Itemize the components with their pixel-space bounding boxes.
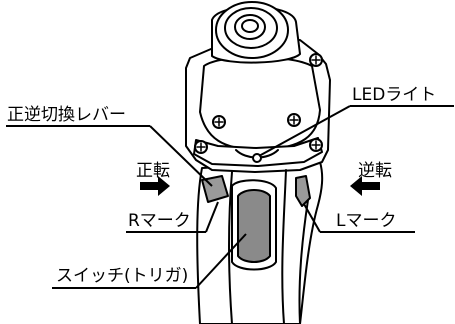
chuck-hole [241, 19, 259, 33]
screw-top-right [309, 53, 323, 67]
chuck-inner [234, 14, 266, 40]
reverse-lever-right [295, 175, 311, 207]
label-reverse-switch: 正逆切換レバー [7, 105, 126, 125]
label-reverse: 逆転 [358, 161, 392, 181]
screw-mid-right [287, 113, 301, 127]
grip-contour-right [281, 169, 287, 324]
label-led-light: LEDライト [352, 85, 436, 105]
front-plate [193, 137, 323, 167]
screw-lower-left [194, 140, 208, 154]
screw-mid-left [212, 115, 226, 129]
chuck-ring [224, 7, 278, 49]
trigger [237, 189, 271, 263]
screw-lower-right [309, 138, 323, 152]
reverse-arrow [350, 176, 380, 196]
forward-arrow [140, 176, 170, 196]
callouts: 正逆切換レバー 正転 Rマーク LEDライト 逆転 Lマーク スイッチ(トリガ) [6, 85, 454, 289]
grip-edge-right [298, 199, 309, 324]
label-forward: 正転 [136, 161, 170, 181]
label-l-mark: Lマーク [336, 211, 396, 231]
collar [199, 56, 321, 151]
tool-illustration [185, 1, 331, 324]
label-trigger: スイッチ(トリガ) [56, 266, 188, 286]
grip-contour-left [228, 171, 233, 324]
label-r-mark: Rマーク [128, 211, 191, 231]
